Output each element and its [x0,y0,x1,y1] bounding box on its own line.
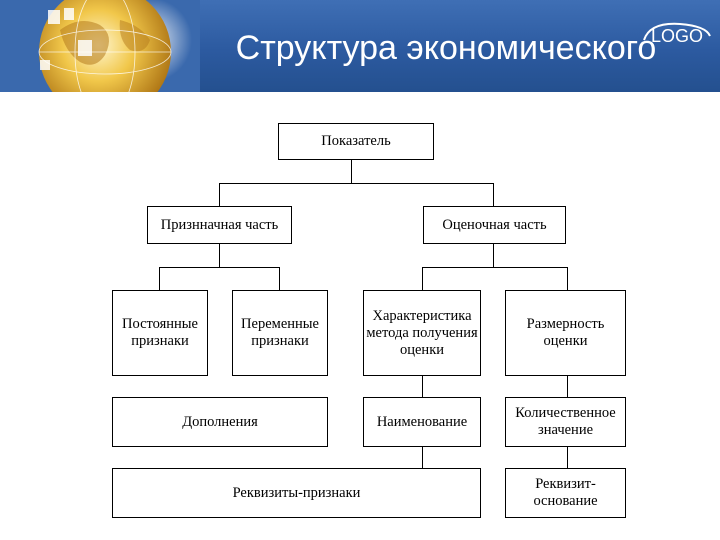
box-attribute-part-label: Признначная часть [160,216,279,233]
slide-title: Структура экономического показателя [235,29,657,92]
box-evaluation-part: Оценочная часть [423,206,566,244]
box-permanent-attributes: Постоянные признаки [112,290,208,376]
box-attribute-details-label: Реквизиты-признаки [232,484,361,501]
connector-right-bus [422,267,567,268]
box-attribute-part: Признначная часть [147,206,292,244]
box-indicator-label: Показатель [321,133,391,149]
connector-root-down [351,159,352,183]
box-evaluation-dimension-label: Размерность оценки [526,316,605,349]
connector-right-part-down [493,243,494,267]
box-evaluation-dimension: Размерность оценки [505,290,626,376]
box-variable-attributes-label: Переменные признаки [241,316,319,349]
connector-to-permanent [159,267,160,291]
connector-name-down [422,446,423,469]
box-method-characteristic: Характеристика метода получения оценки [363,290,481,376]
connector-to-method [422,267,423,291]
connector-to-left-part [219,183,220,207]
connector-to-variable [279,267,280,291]
box-evaluation-part-label: Оценочная часть [442,216,547,233]
connector-level1-bus [219,183,493,184]
box-indicator: Показатель [278,123,434,160]
box-basis-detail-label: Реквизит-основание [533,476,598,509]
box-method-characteristic-label: Характеристика метода получения оценки [366,307,478,358]
connector-to-dimension [567,267,568,291]
box-quantitative-value: Количественное значение [505,397,626,447]
box-permanent-attributes-label: Постоянные признаки [121,316,198,349]
box-basis-detail: Реквизит-основание [505,468,626,518]
connector-left-bus [159,267,279,268]
box-name-label: Наименование [376,413,468,430]
connector-left-part-down [219,243,220,267]
box-name: Наименование [363,397,481,447]
connector-method-to-name [422,375,423,398]
logo-swoosh-icon [643,22,711,41]
slide-header: Структура экономического показателя LOGO [0,0,720,92]
box-additions-label: Дополнения [182,413,258,430]
connector-quantity-to-basis [567,446,568,469]
connector-to-right-part [493,183,494,207]
connector-dimension-to-quantity [567,375,568,398]
logo-text: LOGO [650,26,703,46]
globe-icon [0,0,200,92]
box-quantitative-value-label: Количественное значение [515,405,616,438]
box-attribute-details: Реквизиты-признаки [112,468,481,518]
box-additions: Дополнения [112,397,328,447]
box-variable-attributes: Переменные признаки [232,290,328,376]
